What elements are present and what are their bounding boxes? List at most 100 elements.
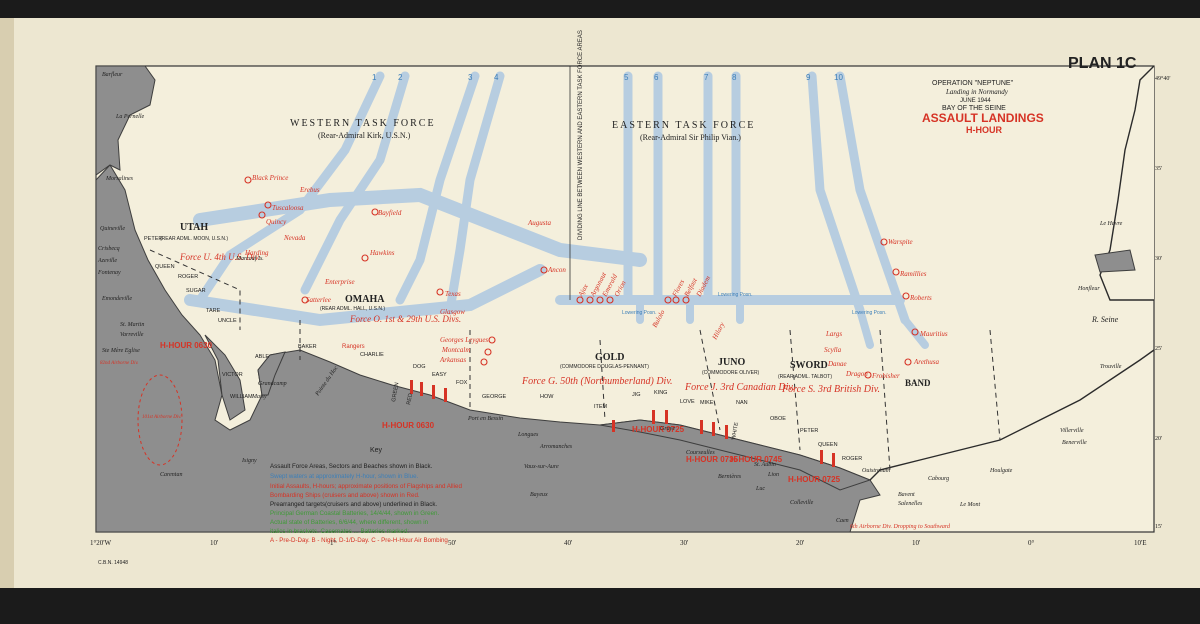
ship-name: Glasgow [440,308,465,316]
sector: JIG [632,392,641,398]
sector: CHARLIE [360,352,384,358]
lane-number: 6 [654,73,659,82]
ship-name: Mauritius [919,330,948,338]
place: Emondeville [101,296,132,302]
sector: PETER [144,236,162,242]
sword-commander: (REAR ADML. TALBOT) [778,374,832,380]
lowering-position: Lowering Posn. [852,310,886,316]
ship-name: Ramillies [899,270,927,278]
lon-tick: 10'E [1134,539,1147,547]
operation-bay: BAY OF THE SEINE [942,105,1006,112]
ship-name: Danae [827,360,847,368]
beach-utah: UTAH [180,222,208,233]
lat-tick: 35' [1155,166,1162,172]
sector: EASY [432,372,447,378]
airborne-82: 82nd Airborne Div. [100,361,139,366]
ship-name: Hawkins [369,249,395,257]
legend-line: A - Pre-D-Day. B - Night, D-1/D-Day. C -… [270,537,448,544]
sector: DOG [413,364,426,370]
beach-juno: JUNO [718,357,745,368]
place: Caen [836,518,849,524]
legend-line: italics in brackets. Casemates ... Batte… [270,528,409,535]
place: Luc [755,486,765,492]
key-label: Key [370,447,383,454]
sector: NAN [736,400,748,406]
sector: TARE [206,308,221,314]
place: Arromanches [539,444,573,450]
place: Azeville [97,258,117,264]
force-o: Force O. 1st & 29th U.S. Divs. [349,314,461,324]
western-commander: (Rear-Admiral Kirk, U.S.N.) [318,131,411,140]
place: La Pernelle [115,114,144,120]
h-hour-utah: H-HOUR 0630 [160,341,213,350]
lon-tick: 50' [448,539,456,547]
legend-line: Prearranged targets(cruisers and above) … [270,501,437,508]
h-hour-gold: H-HOUR 0725 [632,425,685,434]
ship-markers [244,176,919,379]
ship-name: Tuscaloosa [272,204,304,212]
juno-commander: (COMMODORE OLIVER) [702,370,760,376]
legend-line: Principal German Coastal Batteries, 14/4… [270,510,439,517]
sector: ROGER [178,274,198,280]
lat-tick: 30' [1155,256,1162,262]
place: Colleville [790,500,814,506]
airborne-drop-zone [137,374,183,466]
place: Morsalines [105,176,134,182]
ship-name: Nevada [283,234,306,242]
sector: VICTOR [222,372,243,378]
sector: WHITE [731,422,740,441]
sector: OBOE [770,416,786,422]
place: Grandcamp [258,381,287,387]
ship-name: Warspite [888,238,913,246]
swept-channels [184,71,929,349]
ship-name: Texas [445,290,461,298]
legend-line: Bombarding Ships (cruisers and above) sh… [270,492,420,499]
sector: LOVE [680,399,695,405]
approach-west [184,264,546,327]
sector: ITEM [594,404,608,410]
sector: UNCLE [218,318,237,324]
place: Barfleur [102,71,123,78]
h-hour-juno-1: H-HOUR 0735 [686,455,739,464]
channel-2 [300,71,410,295]
sector: WILLIAM [230,394,253,400]
lowering-position: Lowering Posn. [718,292,752,298]
lon-tick: 30' [680,539,688,547]
place: Isigny [241,458,257,464]
place: Bernières [718,474,742,480]
sector: QUEEN [818,442,838,448]
rangers: Rangers [342,344,365,350]
western-ship-names: Black Prince Erebus Tuscaloosa Quincy Ne… [244,174,566,364]
force-u: Force U. 4th U.S. Div. [179,252,260,262]
place: Vaux-sur-Aure [524,464,559,470]
sector-names: TARE UNCLE VICTOR WILLIAM SUGAR ROGER QU… [144,236,862,462]
lowering-position: Lowering Posn. [622,310,656,316]
place: Ouistreham [862,468,891,474]
lane-number: 5 [624,73,629,82]
ship-name: Erebus [299,186,320,194]
operation-date: JUNE 1944 [960,98,991,104]
ship-name: Augusta [527,219,551,227]
lane-number: 8 [732,73,737,82]
place: Honfleur [1077,285,1100,292]
h-hour-omaha: H-HOUR 0630 [382,421,435,430]
lat-tick: 25' [1155,346,1162,352]
force-j: Force J. 3rd Canadian Div. [684,382,795,393]
ship-name: Dragon [845,370,868,378]
map-subtitle: H-HOUR [966,125,1002,135]
place: Lion [767,472,779,478]
sector: MIKE [700,400,714,406]
lane-number: 3 [468,73,473,82]
longitude-ticks: 1°20'W 10' 1° 50' 40' 30' 20' 10' 0° 10'… [90,539,1147,547]
ship-name: Black Prince [252,174,288,182]
force-g: Force G. 50th (Northumberland) Div. [521,376,673,387]
map-title: ASSAULT LANDINGS [922,111,1044,125]
place: R. Seine [1091,315,1119,324]
place: Villerville [1060,428,1084,434]
place: Varreville [120,332,144,338]
ship-name: Georges Leygues [440,336,488,344]
beach-band: BAND [905,378,931,388]
channel-10 [835,71,910,325]
plan-label: PLAN 1C [1068,55,1137,72]
